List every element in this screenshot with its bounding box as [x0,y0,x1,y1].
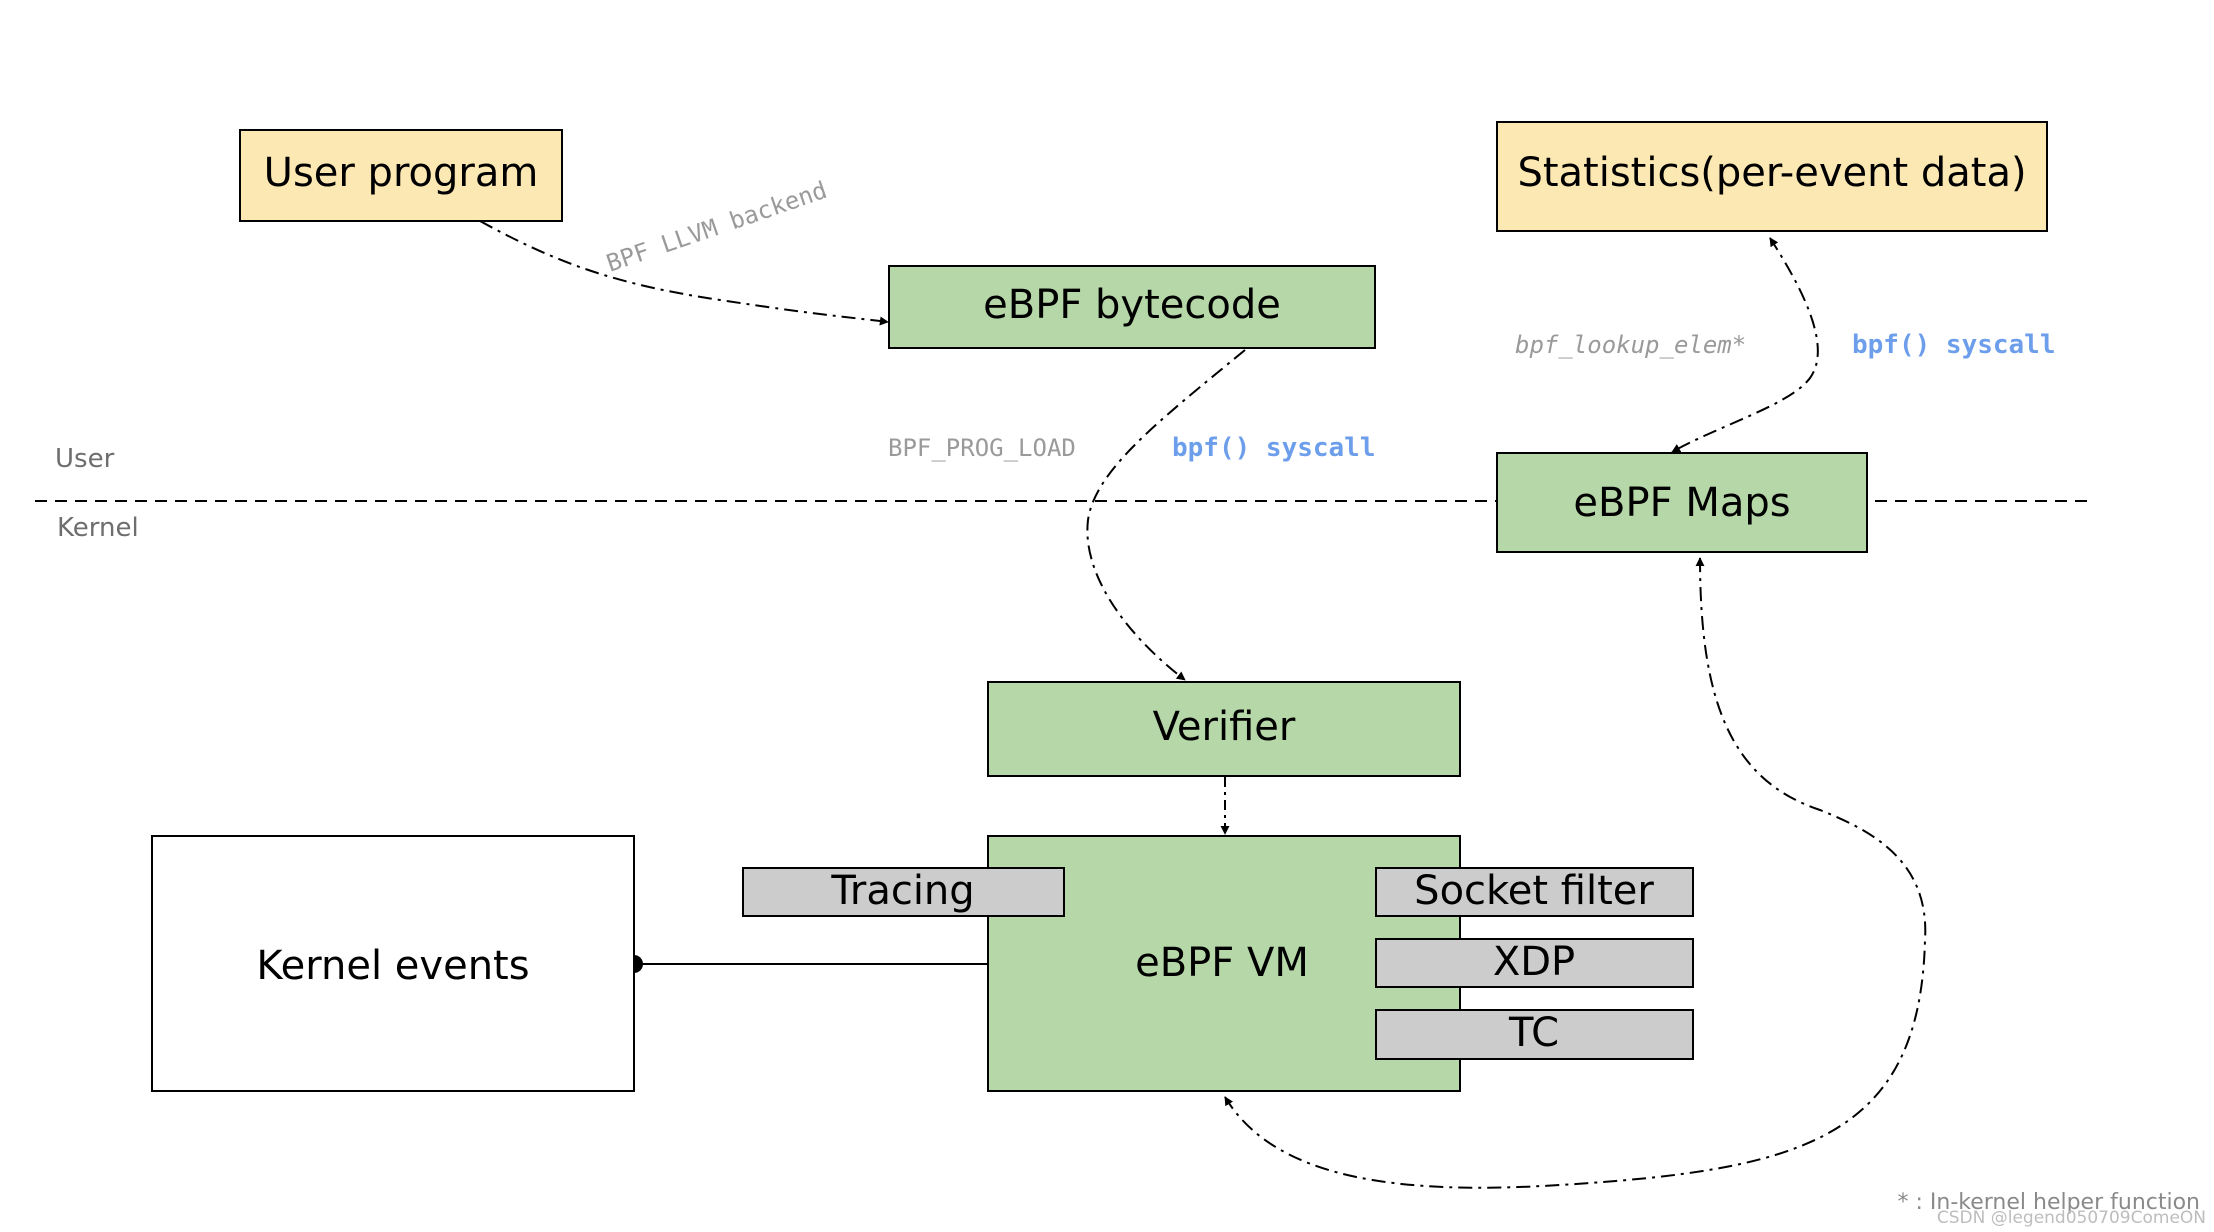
xdp-hook-box: XDP [1375,938,1694,988]
tc-label: TC [1508,1010,1559,1056]
ebpf-maps-box: eBPF Maps [1496,452,1868,553]
prog-load-label: BPF_PROG_LOAD [888,434,1076,462]
socket-filter-hook-box: Socket filter [1375,867,1694,917]
user-program-label: User program [264,150,539,196]
maps-syscall-label: bpf() syscall [1852,330,2056,360]
llvm-backend-arrow [479,220,889,326]
kernel-events-label: Kernel events [256,943,529,989]
statistics-box: Statistics(per-event data) [1496,121,2048,232]
footnote: * : In-kernel helper function [1898,1190,2201,1215]
ebpf-maps-label: eBPF Maps [1573,480,1790,526]
xdp-label: XDP [1493,939,1575,985]
lookup-elem-label: bpf_lookup_elem* [1515,331,1746,359]
tracing-hook-box: Tracing [742,867,1065,917]
ebpf-bytecode-label: eBPF bytecode [983,282,1281,328]
statistics-label: Statistics(per-event data) [1517,150,2026,196]
ebpf-vm-label: eBPF VM [1135,940,1309,986]
prog-load-arrow [1086,349,1246,681]
kernel-zone-label: Kernel [57,513,139,543]
verifier-box: Verifier [987,681,1461,777]
tc-hook-box: TC [1375,1009,1694,1060]
ebpf-bytecode-box: eBPF bytecode [888,265,1376,349]
kernel-events-box: Kernel events [151,835,635,1092]
load-syscall-label: bpf() syscall [1172,433,1376,463]
verifier-label: Verifier [1153,704,1296,750]
user-zone-label: User [55,444,115,474]
user-program-box: User program [239,129,563,222]
maps-statistics-arrow [1671,237,1819,453]
tracing-label: Tracing [830,868,974,914]
socket-filter-label: Socket filter [1414,868,1654,914]
llvm-backend-label: BPF LLVM backend [603,176,831,278]
vm-maps-arrow [1224,557,1927,1189]
watermark: CSDN @legend050709ComeON [1937,1208,2206,1228]
